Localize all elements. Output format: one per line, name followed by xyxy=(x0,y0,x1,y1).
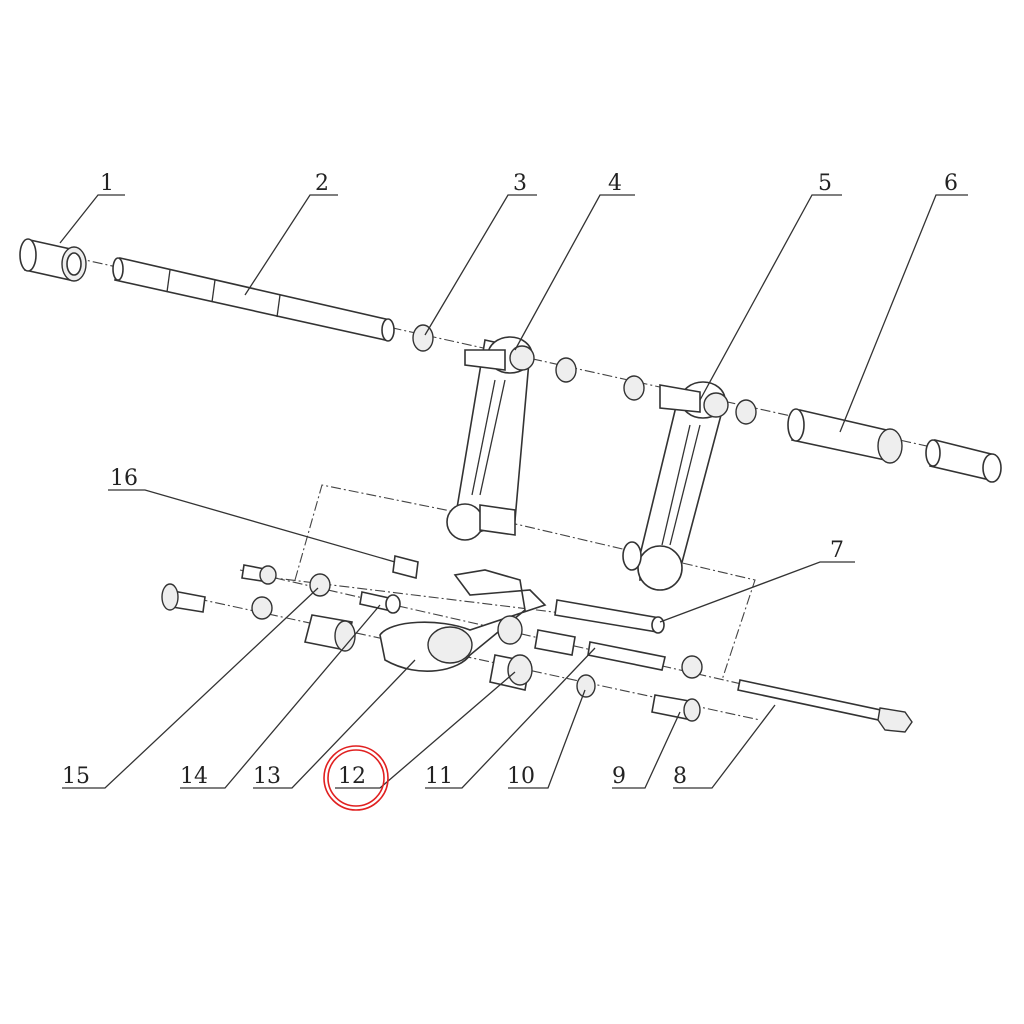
callout-4: 4 xyxy=(608,171,622,196)
callout-labels: 1 2 3 4 5 6 7 8 9 10 11 12 13 14 15 16 xyxy=(62,171,958,789)
part-3-washer xyxy=(412,324,434,352)
lower-assembly xyxy=(161,554,913,733)
leader-lines xyxy=(59,194,968,789)
part-5-link xyxy=(622,381,729,591)
callout-12: 12 xyxy=(338,764,366,789)
part-2-shaft xyxy=(112,257,395,342)
callout-2: 2 xyxy=(315,171,329,196)
washer xyxy=(555,357,577,383)
callout-11: 11 xyxy=(425,764,453,789)
highlight-circle xyxy=(323,745,389,811)
callout-8: 8 xyxy=(673,764,687,789)
washer xyxy=(623,375,645,401)
callout-7: 7 xyxy=(830,538,844,563)
callout-10: 10 xyxy=(507,764,535,789)
part-6-bushing xyxy=(787,408,1002,483)
callout-6: 6 xyxy=(944,171,958,196)
callout-13: 13 xyxy=(253,764,281,789)
callout-3: 3 xyxy=(513,171,527,196)
callout-1: 1 xyxy=(100,171,114,196)
part-4-link xyxy=(446,336,535,541)
callout-16: 16 xyxy=(110,466,138,491)
callout-14: 14 xyxy=(180,764,208,789)
callout-9: 9 xyxy=(612,764,626,789)
part-1-bushing xyxy=(19,238,87,282)
washer xyxy=(735,399,757,425)
callout-5: 5 xyxy=(818,171,832,196)
callout-15: 15 xyxy=(62,764,90,789)
